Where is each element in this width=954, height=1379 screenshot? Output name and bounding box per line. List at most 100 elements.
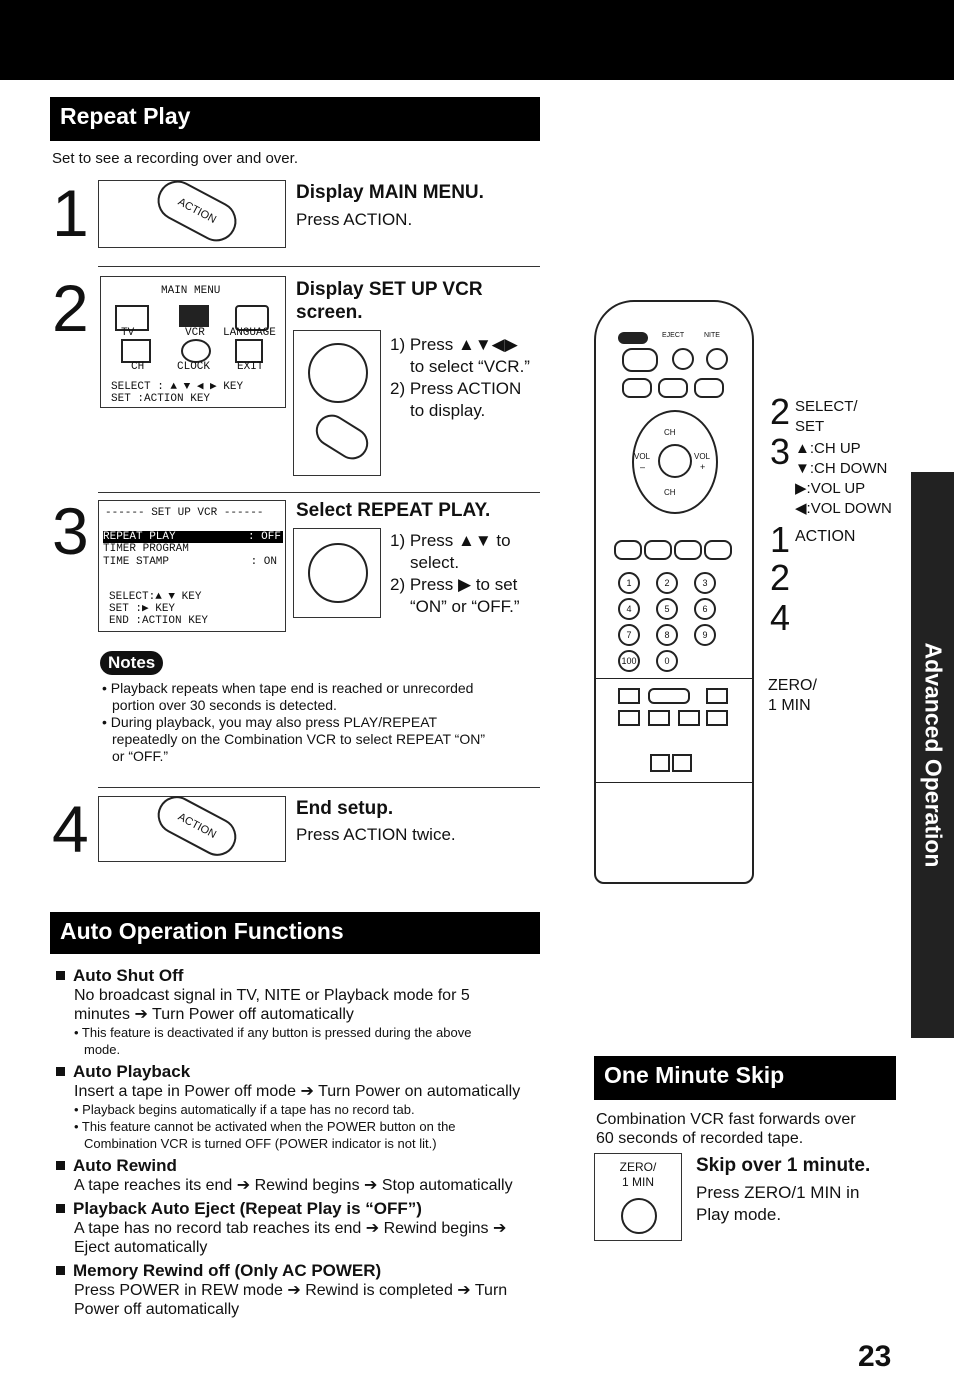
- ff-button: [706, 688, 728, 704]
- keypad-button: 4: [618, 598, 640, 620]
- remote-dpad: [632, 410, 718, 514]
- menu-title: MAIN MENU: [161, 285, 221, 297]
- remote-button: [658, 378, 688, 398]
- dpad-icon: [308, 543, 368, 603]
- step2-instructions: 1) Press ▲▼◀▶ to select “VCR.” 2) Press …: [390, 335, 530, 420]
- action-icon: ACTION: [150, 173, 244, 249]
- bullet-icon: [56, 1266, 65, 1275]
- play-button: [648, 688, 690, 704]
- step4-heading: End setup.: [296, 798, 394, 819]
- time-stamp-row: TIME STAMP: ON: [103, 556, 277, 568]
- rec-button: [650, 754, 670, 772]
- keypad-button: 7: [618, 624, 640, 646]
- counter-reset-button: [672, 754, 692, 772]
- divider: [98, 787, 540, 788]
- vol-up-label: VOL: [694, 452, 711, 461]
- keypad-button: 0: [656, 650, 678, 672]
- remote-divider: [596, 678, 752, 679]
- eject-button: [672, 348, 694, 370]
- select-button: [658, 444, 692, 478]
- keypad-button: 8: [656, 624, 678, 646]
- remote-button: [644, 540, 672, 560]
- clock-icon: [181, 339, 211, 363]
- action-icon: [309, 408, 375, 466]
- bullet-icon: [56, 1161, 65, 1170]
- keypad-button: 2: [656, 572, 678, 594]
- keypad-button: 5: [656, 598, 678, 620]
- divider: [98, 492, 540, 493]
- timer-program-row: TIMER PROGRAM: [103, 543, 189, 555]
- vcr-icon: [179, 305, 209, 327]
- nite-label: NITE: [704, 332, 720, 339]
- step-number: 3: [52, 494, 89, 568]
- setup-select-key: SELECT:▲ ▼ KEY: [109, 591, 202, 603]
- auto-op-note: mode.: [84, 1042, 121, 1057]
- slow-button: [618, 710, 640, 726]
- step4-text: Press ACTION twice.: [296, 825, 456, 844]
- remote-button: [694, 378, 724, 398]
- auto-op-heading: Memory Rewind off (Only AC POWER): [56, 1260, 566, 1281]
- remote-button: [674, 540, 702, 560]
- power-button: [618, 332, 648, 344]
- auto-op-note: • This feature cannot be activated when …: [74, 1119, 456, 1134]
- auto-op-text: Insert a tape in Power off mode ➔ Turn P…: [74, 1083, 521, 1100]
- auto-op-text: Power off automatically: [74, 1301, 240, 1318]
- step-number: 2: [52, 271, 89, 345]
- setup-end-key: END :ACTION KEY: [109, 615, 209, 627]
- main-menu-screen: MAIN MENU TV VCR LANGUAGE CH CLOCK EXIT …: [100, 276, 286, 408]
- language-icon: [235, 305, 269, 331]
- remote-divider: [596, 782, 752, 783]
- one-minute-text: Press ZERO/1 MIN in Play mode.: [696, 1183, 860, 1224]
- auto-op-text: A tape has no record tab reaches its end…: [74, 1220, 507, 1237]
- one-minute-heading: Skip over 1 minute.: [696, 1155, 871, 1176]
- section-title: Repeat Play: [60, 103, 191, 129]
- notes-list: • Playback repeats when tape end is reac…: [102, 680, 485, 764]
- exit-icon: [235, 339, 263, 363]
- repeat-play-banner: Repeat Play: [50, 97, 540, 141]
- zero-button-icon: [621, 1198, 657, 1234]
- step-number: 4: [52, 792, 89, 866]
- menu-tv: TV: [121, 327, 135, 339]
- section-title: Auto Operation Functions: [60, 918, 344, 944]
- side-tab: Advanced Operation: [911, 472, 954, 1038]
- auto-operation-banner: Auto Operation Functions: [50, 912, 540, 954]
- remote-button: [622, 378, 652, 398]
- zero-1min-button-illustration: ZERO/ 1 MIN: [594, 1153, 682, 1241]
- one-minute-intro: Combination VCR fast forwards over 60 se…: [596, 1111, 856, 1147]
- step1-heading: Display MAIN MENU.: [296, 182, 484, 203]
- auto-op-text: No broadcast signal in TV, NITE or Playb…: [74, 987, 470, 1004]
- action-icon: ACTION: [150, 789, 244, 863]
- auto-op-text: Press POWER in REW mode ➔ Rewind is comp…: [74, 1282, 508, 1299]
- auto-op-note: • Playback begins automatically if a tap…: [74, 1102, 415, 1117]
- auto-op-heading: Auto Playback: [56, 1061, 566, 1082]
- step3-heading: Select REPEAT PLAY.: [296, 500, 491, 521]
- menu-set-key: SET :ACTION KEY: [111, 393, 211, 405]
- setup-vcr-screen: ------ SET UP VCR ------ REPEAT PLAY: OF…: [98, 500, 286, 632]
- remote-button: [704, 540, 732, 560]
- menu-ch: CH: [131, 361, 145, 373]
- page-number: 23: [858, 1340, 892, 1373]
- remote-button: [614, 540, 642, 560]
- rew-button: [618, 688, 640, 704]
- vol-down-label: VOL: [634, 452, 651, 461]
- action-button-illustration: ACTION: [98, 173, 286, 249]
- auto-op-note: • This feature is deactivated if any but…: [74, 1025, 472, 1040]
- keypad-button: 6: [694, 598, 716, 620]
- section-title: One Minute Skip: [604, 1062, 785, 1088]
- menu-exit: EXIT: [237, 361, 264, 373]
- remote-buttons-illustration: [293, 330, 381, 476]
- keypad-button: 9: [694, 624, 716, 646]
- keypad-button: 3: [694, 572, 716, 594]
- auto-op-heading: Playback Auto Eject (Repeat Play is “OFF…: [56, 1198, 566, 1219]
- bullet-icon: [56, 1067, 65, 1076]
- menu-language: LANGUAGE: [223, 327, 276, 339]
- menu-vcr: VCR: [185, 327, 205, 339]
- setup-set-key: SET :▶ KEY: [109, 603, 176, 615]
- auto-op-text: minutes ➔ Turn Power off automatically: [74, 1006, 354, 1023]
- keypad-button: 1: [618, 572, 640, 594]
- auto-op-text: A tape reaches its end ➔ Rewind begins ➔…: [74, 1177, 513, 1194]
- ch-icon: [121, 339, 151, 363]
- dpad-illustration: [293, 528, 381, 618]
- dpad-icon: [308, 343, 368, 403]
